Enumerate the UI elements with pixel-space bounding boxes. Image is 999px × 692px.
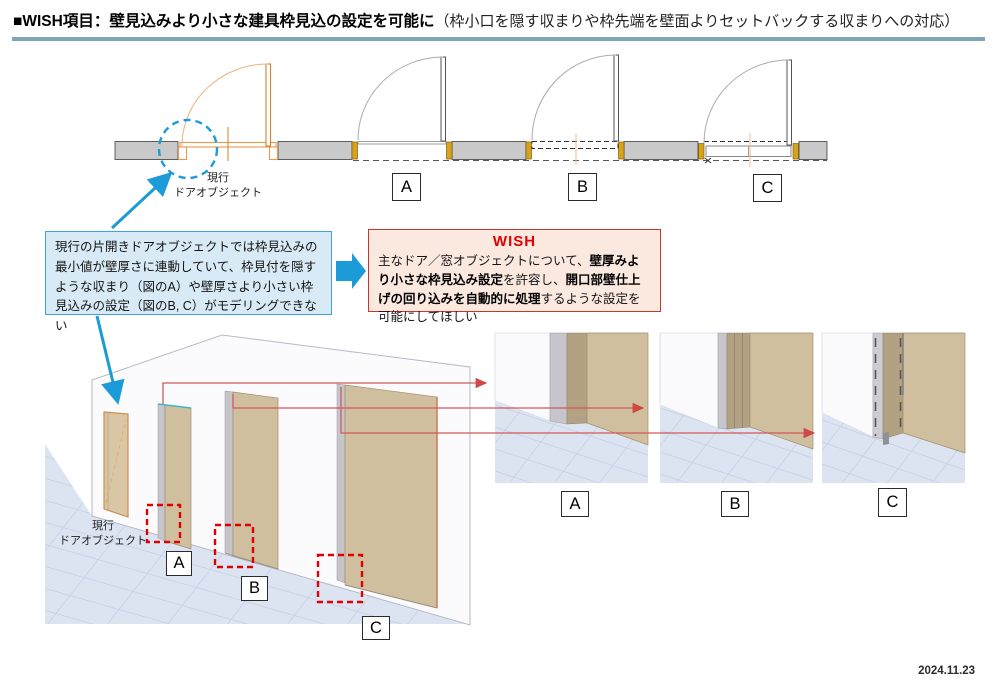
detail-b-image	[659, 332, 814, 483]
plan-door-b	[525, 54, 625, 165]
scene3d-label-c: C	[362, 616, 390, 640]
title-main: ■WISH項目：壁見込みより小さな建具枠見込の設定を可能に	[13, 13, 435, 30]
plan-label-a: A	[392, 173, 421, 201]
detail-c-image	[821, 332, 966, 483]
door-leaf	[613, 54, 619, 142]
plan-current-door-label: 現行 ドアオブジェクト	[174, 172, 262, 199]
door-3d-current	[103, 411, 129, 518]
door-leaf	[440, 56, 446, 142]
door-3d-b	[224, 390, 279, 570]
wish-box: WISH 主なドア／窓オブジェクトについて、壁厚みより小さな枠見込み設定を許容し…	[368, 229, 661, 324]
plan-door-a	[351, 56, 453, 160]
callout-box: 現行の片開きドアオブジェクトでは枠見込みの最小値が壁厚さに連動していて、枠見付を…	[45, 231, 332, 333]
red-leader-arrow-c	[340, 387, 816, 439]
annotation-arrows	[95, 171, 816, 439]
callout-text: 現行の片開きドアオブジェクトでは枠見込みの最小値が壁厚さに連動していて、枠見付を…	[55, 240, 318, 333]
door-leaf	[786, 59, 792, 146]
floor-grid	[495, 401, 648, 483]
scene3d-label-a: A	[166, 551, 192, 576]
blue-arrow-to-plan	[110, 171, 173, 230]
red-leader-arrow-a	[162, 377, 488, 404]
title-sub: （枠小口を隠す収まりや枠先端を壁面よりセットバックする収まりへの対応）	[434, 13, 960, 30]
highlight-rect-c	[316, 553, 364, 604]
plan-current-door	[177, 63, 279, 161]
door-3d-a	[157, 403, 192, 550]
plan-label-c: C	[753, 174, 782, 202]
door-swing-arc	[703, 59, 790, 144]
page-title: ■WISH項目：壁見込みより小さな建具枠見込の設定を可能に（枠小口を隠す収まりや…	[13, 9, 993, 31]
scene3d-current-door-label: 現行 ドアオブジェクト	[59, 520, 147, 547]
title-underline	[12, 37, 985, 41]
hidden-frame-dashed	[531, 141, 619, 149]
plan-view	[114, 54, 828, 180]
blue-block-arrow	[336, 253, 366, 289]
x-mark	[704, 157, 712, 164]
floor-grid	[822, 413, 965, 483]
wish-body: 主なドア／窓オブジェクトについて、壁厚みより小さな枠見込み設定を許容し、開口部壁…	[378, 254, 641, 325]
door-leaf	[265, 63, 272, 147]
detail-label-c: C	[878, 488, 907, 517]
plan-wall	[114, 141, 828, 160]
highlight-rect-a	[145, 503, 182, 544]
floor	[45, 444, 467, 624]
detail-label-b: B	[721, 491, 749, 517]
plan-door-c	[698, 59, 799, 167]
wish-title: WISH	[492, 233, 537, 250]
door-swing-arc	[181, 63, 269, 147]
door-swing-arc	[531, 54, 617, 141]
door-swing-arc	[357, 56, 444, 141]
door-3d-c	[336, 383, 438, 609]
detail-label-a: A	[561, 491, 589, 517]
scene3d-label-b: B	[241, 576, 268, 601]
detail-a-image	[494, 332, 649, 483]
selection-highlight	[157, 403, 192, 409]
plan-label-b: B	[568, 173, 597, 201]
highlight-circle	[157, 118, 219, 180]
red-leader-arrow-b	[232, 394, 645, 414]
date: 2024.11.23	[918, 665, 975, 677]
blue-arrow-to-3d	[95, 315, 125, 405]
